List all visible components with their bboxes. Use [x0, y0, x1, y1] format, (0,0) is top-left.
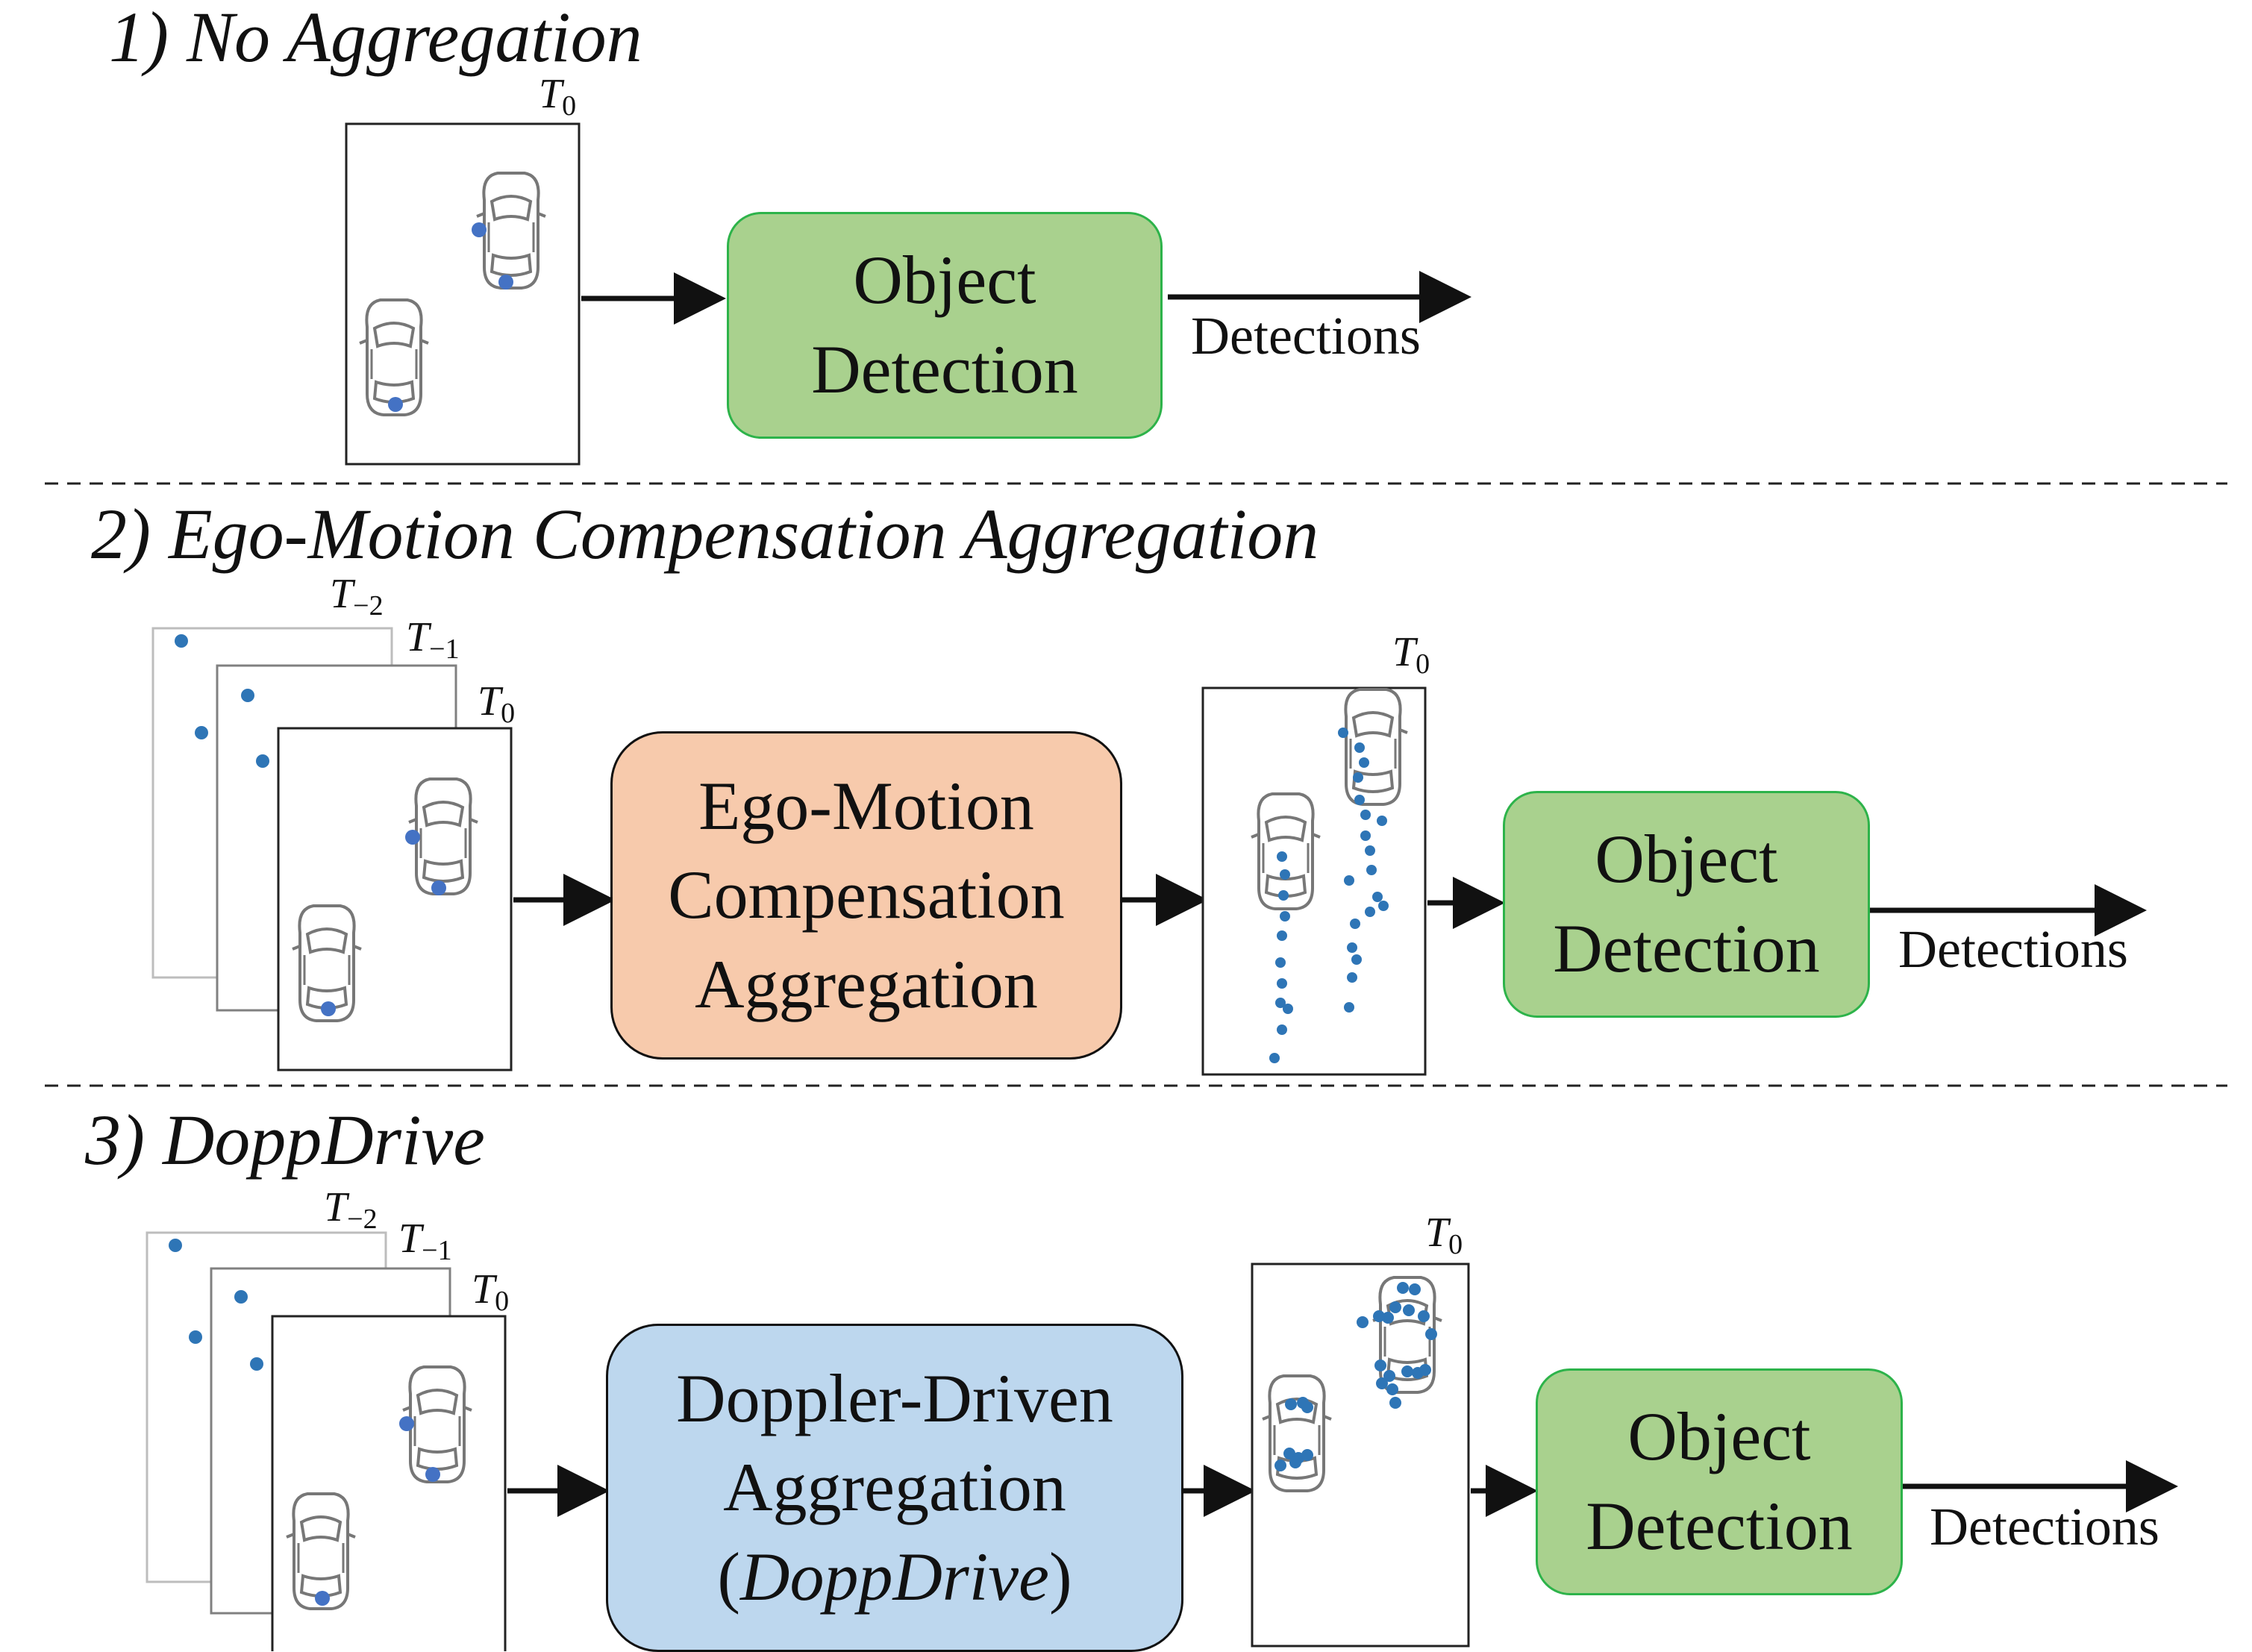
radar-point-icon: [425, 1467, 440, 1482]
s2-result-time-label: T0: [1392, 629, 1430, 680]
radar-point-icon: [241, 689, 254, 702]
radar-point-icon: [189, 1330, 202, 1344]
radar-point-icon: [250, 1357, 263, 1371]
section1-heading: 1) No Aggregation: [109, 0, 642, 77]
s1-object-detection-block: Object Detection: [727, 212, 1163, 439]
block-label: Compensation: [668, 857, 1065, 933]
radar-point-icon: [399, 1416, 414, 1431]
s3-frame-time-label: T0: [472, 1266, 510, 1317]
s2-frame-time-label: T0: [478, 678, 516, 729]
radar-point-icon: [431, 880, 446, 895]
s3-doppler-driven-block: Doppler-Driven Aggregation (DoppDrive): [606, 1324, 1183, 1652]
block-label-doppdrive: (DoppDrive): [717, 1538, 1072, 1615]
s3-result-time-label: T0: [1425, 1210, 1463, 1260]
radar-point-icon: [498, 275, 513, 290]
s2-ego-motion-block: Ego-Motion Compensation Aggregation: [610, 731, 1122, 1060]
radar-point-icon: [169, 1239, 182, 1252]
block-label: Aggregation: [695, 945, 1038, 1022]
radar-point-icon: [405, 830, 420, 845]
radar-point-icon: [472, 222, 487, 237]
block-label: Detection: [1586, 1488, 1853, 1564]
s3-object-detection-block: Object Detection: [1536, 1368, 1903, 1595]
radar-point-icon: [175, 634, 188, 648]
s2-frame-time-label: T−1: [406, 614, 460, 665]
s1-output-label: Detections: [1191, 306, 1421, 366]
block-label: Detection: [1553, 910, 1820, 986]
radar-point-icon: [234, 1290, 248, 1304]
block-label: Detection: [811, 331, 1078, 407]
s2-frame-t0: [277, 727, 513, 1071]
s2-accumulated-points: [1269, 728, 1389, 1063]
section2-heading: 2) Ego-Motion Compensation Aggregation: [91, 494, 1319, 574]
radar-point-icon: [256, 754, 269, 768]
s3-frame-t0: [271, 1315, 507, 1651]
s2-object-detection-block: Object Detection: [1503, 791, 1870, 1018]
s3-output-label: Detections: [1930, 1497, 2159, 1556]
block-label: Object: [1627, 1398, 1811, 1475]
s3-accumulated-points: [1274, 1282, 1437, 1471]
s2-frame-time-label: T−2: [330, 571, 384, 622]
radar-point-icon: [321, 1001, 336, 1016]
block-label: Aggregation: [723, 1449, 1066, 1526]
s2-output-label: Detections: [1898, 919, 2128, 979]
section3-heading: 3) DoppDrive: [85, 1100, 485, 1180]
radar-point-icon: [388, 397, 403, 412]
block-label: Object: [853, 242, 1036, 319]
block-label: Object: [1595, 821, 1778, 898]
block-label: Doppler-Driven: [676, 1360, 1113, 1436]
block-label: Ego-Motion: [698, 767, 1034, 844]
s3-frame-time-label: T−1: [398, 1215, 452, 1266]
s3-frame-time-label: T−2: [324, 1184, 378, 1235]
radar-point-icon: [315, 1591, 330, 1606]
s1-frame-time-label: T0: [539, 71, 577, 122]
s1-frame-t0: [345, 122, 581, 466]
radar-point-icon: [195, 726, 208, 739]
